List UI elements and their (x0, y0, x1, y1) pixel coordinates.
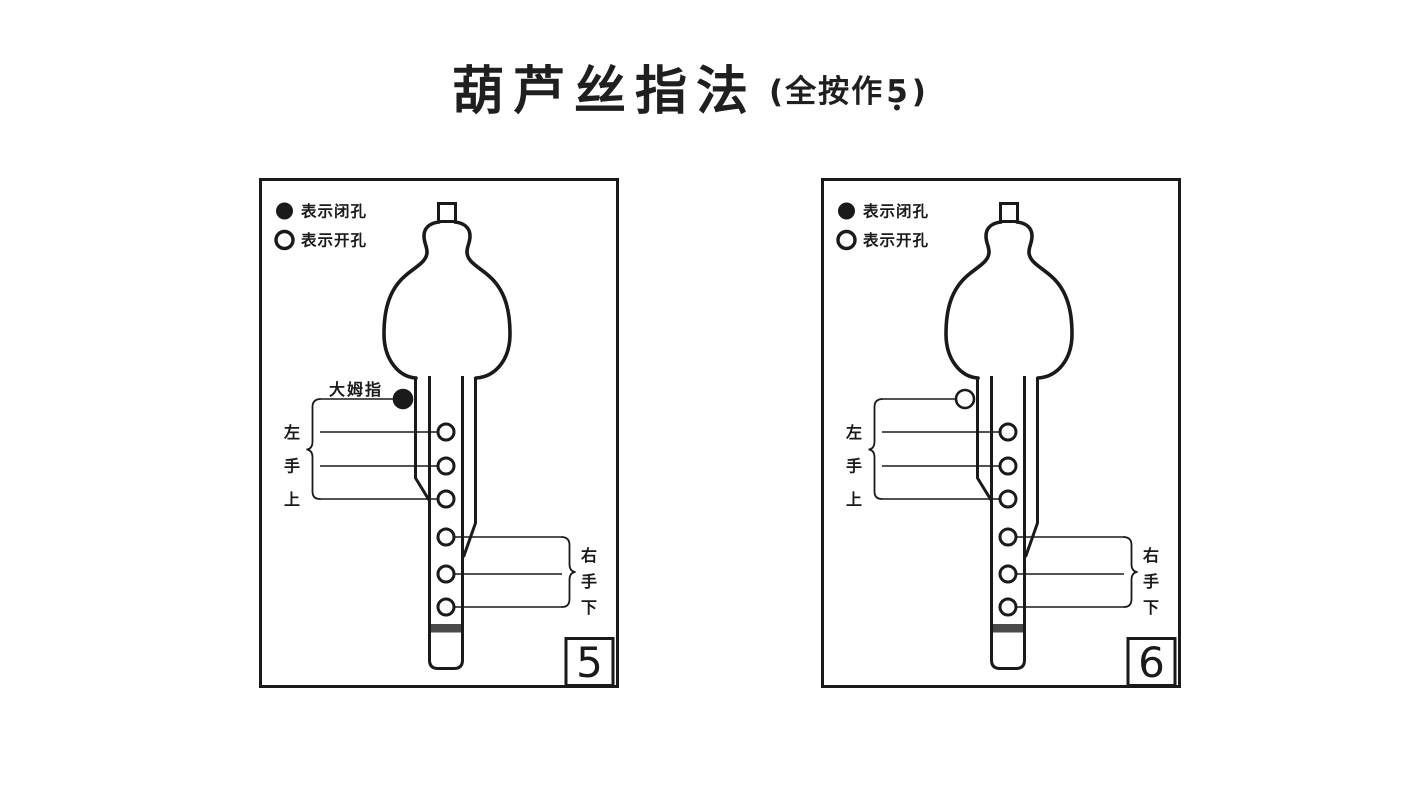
subtitle-number: 5 (886, 73, 910, 110)
finger-hole-5 (436, 564, 456, 584)
legend-open-label: 表示开孔 (862, 231, 929, 250)
chart-title: 葫芦丝指法 (全按作 5 • ) (452, 66, 928, 118)
subtitle-number-wrap: 5 • (884, 73, 912, 117)
mouthpiece (999, 202, 1019, 223)
gourd-outline-left (944, 220, 1003, 380)
hulusi-diagram-5: 表示闭孔 表示开孔 大姆指 左 手 上 右 手 下 5 (259, 178, 619, 688)
thumb-hole (392, 388, 414, 410)
finger-hole-5 (998, 564, 1018, 584)
gourd-outline-left (382, 220, 441, 380)
gourd-outline-right (1015, 220, 1074, 380)
note-number-box (1126, 637, 1177, 687)
right-hand-label-char: 右 (1143, 546, 1159, 565)
left-drone-pipe (976, 377, 993, 501)
left-hand-label-char: 上 (284, 490, 300, 509)
finger-hole-2 (436, 456, 456, 476)
thumb-hole (954, 388, 976, 410)
low-octave-dot: • (891, 98, 905, 119)
note-number: 5 (576, 638, 603, 687)
left-hand-label-char: 手 (284, 457, 300, 476)
left-hand-brace (868, 398, 883, 500)
right-drone-pipe (462, 377, 477, 558)
finger-hole-2 (998, 456, 1018, 476)
left-hand-label-char: 上 (846, 490, 862, 509)
legend-closed-label: 表示闭孔 (862, 202, 929, 221)
mouthpiece (437, 202, 457, 223)
finger-hole-3 (998, 489, 1018, 509)
right-hand-label-char: 下 (581, 598, 597, 617)
left-hand-label-char: 手 (846, 457, 862, 476)
left-hand-brace (306, 398, 321, 500)
finger-hole-4 (436, 527, 456, 547)
left-drone-pipe (414, 377, 431, 501)
finger-hole-6 (998, 597, 1018, 617)
left-hand-label-char: 左 (845, 423, 862, 442)
title-subtitle: (全按作 5 • ) (769, 73, 928, 117)
note-number-box (564, 637, 615, 687)
legend-closed-dot (276, 202, 293, 220)
title-main: 葫芦丝指法 (452, 62, 758, 122)
main-pipe (428, 376, 464, 670)
left-hand-label-char: 左 (283, 423, 300, 442)
right-hand-label-char: 手 (581, 572, 597, 591)
finger-hole-6 (436, 597, 456, 617)
fingering-panel-note-6: 表示闭孔 表示开孔 左 手 上 右 手 下 6 (821, 178, 1181, 688)
legend-closed-label: 表示闭孔 (300, 202, 367, 221)
finger-hole-1 (436, 422, 456, 442)
note-number: 6 (1138, 638, 1165, 687)
legend-open-dot (836, 229, 857, 251)
subtitle-suffix: ) (911, 73, 928, 110)
thumb-label: 大姆指 (329, 380, 383, 399)
right-hand-label-char: 手 (1143, 572, 1159, 591)
legend-open-label: 表示开孔 (300, 231, 367, 250)
legend-closed-dot (838, 202, 855, 220)
right-hand-brace (561, 536, 576, 608)
right-drone-pipe (1024, 377, 1039, 558)
right-hand-label-char: 下 (1143, 598, 1159, 617)
legend-open-dot (274, 229, 295, 251)
gourd-outline-right (453, 220, 512, 380)
fingering-panel-note-5: 表示闭孔 表示开孔 大姆指 左 手 上 右 手 下 5 (259, 178, 619, 688)
main-pipe (990, 376, 1026, 670)
pipe-band (993, 624, 1023, 633)
subtitle-prefix: (全按作 (769, 73, 885, 110)
right-hand-label-char: 右 (581, 546, 597, 565)
finger-hole-1 (998, 422, 1018, 442)
finger-hole-4 (998, 527, 1018, 547)
pipe-band (431, 624, 461, 633)
hulusi-diagram-6: 表示闭孔 表示开孔 左 手 上 右 手 下 6 (821, 178, 1181, 688)
finger-hole-3 (436, 489, 456, 509)
right-hand-brace (1123, 536, 1138, 608)
